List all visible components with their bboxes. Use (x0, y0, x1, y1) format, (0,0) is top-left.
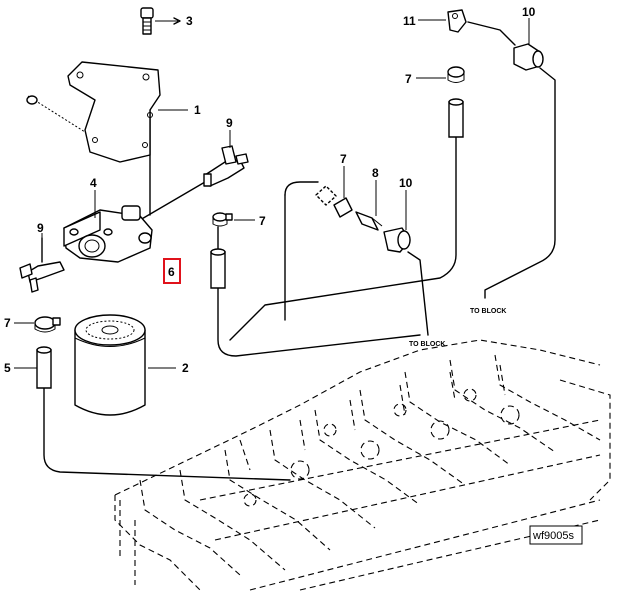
fitting-group-middle (315, 185, 411, 253)
callout-5: 5 (4, 361, 11, 375)
bolt-part-3 (140, 7, 154, 35)
filter-head-part-4 (63, 205, 153, 263)
callout-7-middle: 7 (259, 214, 266, 228)
callout-4: 4 (90, 176, 97, 190)
fuel-filter-part-2 (74, 314, 146, 416)
callout-3: 3 (186, 14, 193, 28)
hose-part-6 (210, 248, 226, 289)
to-block-label-left: TO BLOCK (409, 341, 445, 348)
callout-10-upper: 10 (522, 5, 536, 19)
callout-8: 8 (372, 166, 379, 180)
callout-6-highlight-box (163, 258, 181, 284)
hose-part-5 (36, 346, 52, 389)
callout-1: 1 (194, 103, 201, 117)
hose-clamp-part-7-middle (212, 212, 233, 227)
fitting-group-upper-right (447, 9, 544, 138)
callout-7-lower: 7 (4, 316, 11, 330)
mounting-bracket-part-1 (26, 61, 161, 163)
callout-9-lower: 9 (37, 221, 44, 235)
callout-2: 2 (182, 361, 189, 375)
to-block-label-right: TO BLOCK (470, 308, 506, 315)
text-labels: TO BLOCK TO BLOCK (409, 308, 506, 348)
callout-7-upper: 7 (405, 72, 412, 86)
figure-reference: wf9005s (529, 525, 583, 545)
callout-numbers: 3 1 4 9 7 5 2 9 7 7 8 10 11 10 7 6 (4, 5, 536, 375)
figure-reference-label: wf9005s (532, 530, 574, 542)
callout-10-middle: 10 (399, 176, 413, 190)
hose-clamp-part-7-lower (34, 316, 61, 333)
callout-7-mid-right: 7 (340, 152, 347, 166)
callout-11: 11 (403, 14, 416, 28)
leader-lines (14, 17, 530, 369)
shutoff-valve-part-9-upper (203, 145, 249, 187)
callout-9-upper: 9 (226, 116, 233, 130)
callout-6: 6 (168, 265, 175, 279)
engine-block (114, 339, 611, 591)
